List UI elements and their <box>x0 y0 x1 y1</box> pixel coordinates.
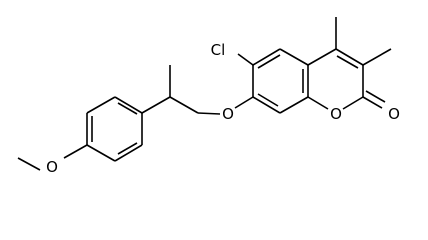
bond <box>141 96 171 114</box>
bond <box>279 48 309 66</box>
double-bond-inner <box>257 93 279 107</box>
bond <box>197 112 221 115</box>
carbonyl-bond <box>365 90 386 103</box>
structure-canvas: Cl O O O O <box>17 17 400 176</box>
molecule-diagram: Cl O O O O <box>17 17 400 176</box>
bond <box>114 96 143 114</box>
methoxy-bond <box>17 157 41 171</box>
chlorine-label: Cl <box>211 41 226 59</box>
carbonyl-bond <box>362 96 383 109</box>
methoxy-oxygen-label: O <box>46 158 58 176</box>
benzyloxy-linker <box>169 96 254 115</box>
ring-oxygen-label: O <box>330 105 342 123</box>
bond <box>279 96 309 114</box>
bond <box>252 96 281 114</box>
double-bond-inner <box>117 142 138 155</box>
methoxy-bond <box>63 144 88 159</box>
bond <box>335 48 364 66</box>
double-bond-inner <box>257 54 281 69</box>
ether-oxygen-label: O <box>222 105 234 123</box>
coumarin-benzene-ring <box>252 48 309 114</box>
bond <box>234 96 254 109</box>
double-bond-inner <box>336 55 359 69</box>
coumarin-pyrone-ring <box>307 17 392 110</box>
bond <box>307 48 337 66</box>
bond <box>114 144 143 162</box>
bond <box>307 96 329 110</box>
bond <box>86 144 116 162</box>
methyl-bond <box>362 48 392 66</box>
methoxyphenyl-ring <box>17 65 171 171</box>
carbonyl-oxygen-label: O <box>388 105 400 123</box>
bond <box>252 48 281 66</box>
double-bond-inner <box>117 102 138 115</box>
bond <box>86 96 116 114</box>
bond <box>342 96 364 110</box>
chloro-bond <box>237 53 254 66</box>
bond <box>169 96 199 114</box>
